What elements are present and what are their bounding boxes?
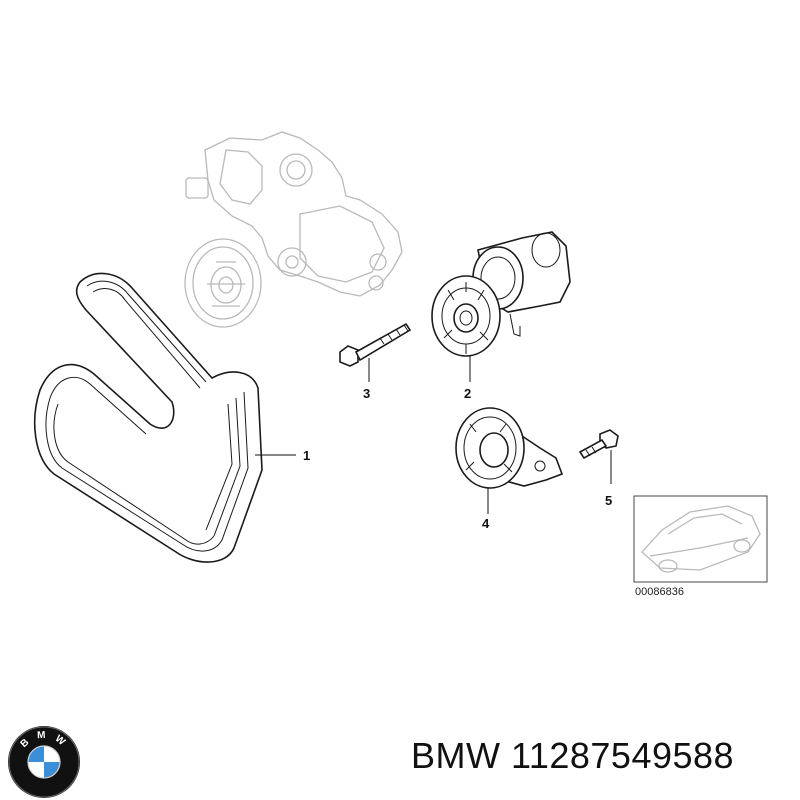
hex-bolt-long	[339, 322, 412, 367]
vehicle-thumbnail	[633, 495, 768, 583]
callout-3: 3	[363, 386, 370, 401]
tensioner-pulley-assembly	[431, 231, 571, 357]
figure-code: 00086836	[635, 586, 684, 598]
ribbed-v-belt	[34, 272, 263, 563]
brand-part-number: BMW 11287549588	[411, 735, 735, 776]
callout-2: 2	[464, 386, 471, 401]
hex-bolt-short	[578, 429, 619, 460]
engine-context-ghost	[184, 131, 403, 328]
idler-pulley	[455, 407, 564, 489]
callout-4: 4	[482, 516, 490, 531]
callout-5: 5	[605, 493, 612, 508]
bmw-logo: B M W	[8, 726, 80, 798]
callout-1: 1	[303, 448, 310, 463]
